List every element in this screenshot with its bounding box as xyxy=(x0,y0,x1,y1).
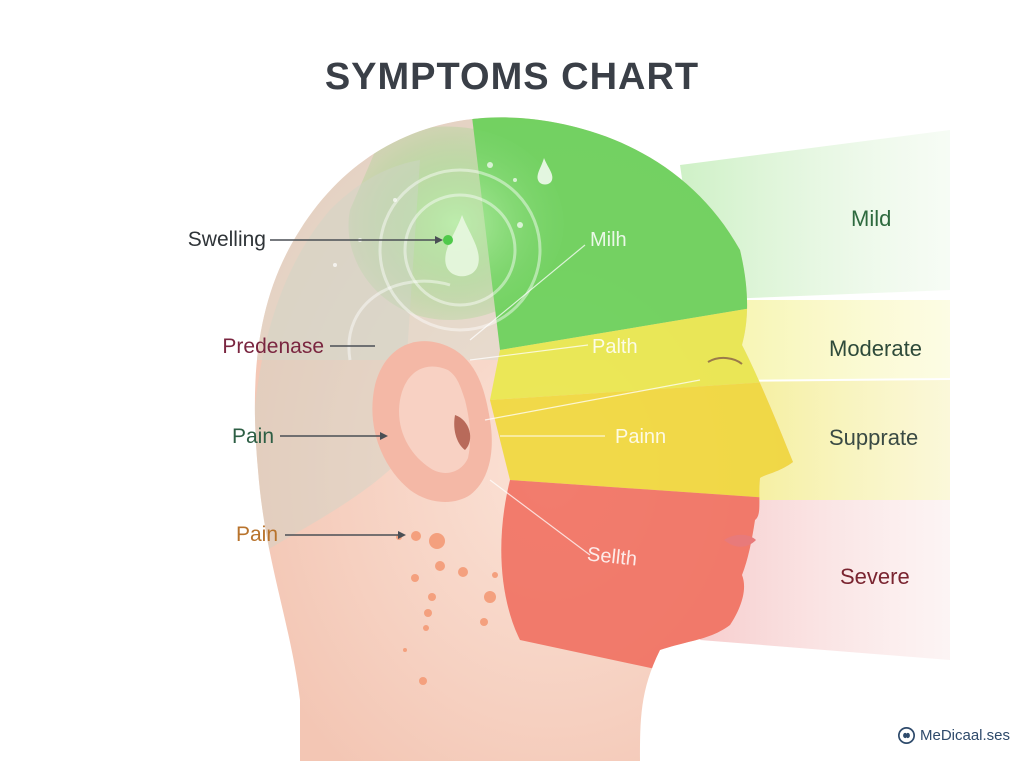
label-pain-ear: Pain xyxy=(231,425,274,448)
severity-mild: Mild xyxy=(851,206,892,231)
moderate-band xyxy=(700,300,950,380)
severity-moderate: Moderate xyxy=(829,336,922,361)
supprate-zone xyxy=(490,380,793,500)
severity-severe: Severe xyxy=(840,564,910,589)
swelling-marker xyxy=(443,235,453,245)
moderate-zone xyxy=(490,300,793,400)
label-pain-neck: Pain xyxy=(235,523,278,546)
brain-icon xyxy=(898,727,915,744)
droplet-small-icon xyxy=(537,158,553,185)
eye xyxy=(707,356,743,365)
brand-text: MeDicaal.ses xyxy=(920,727,1011,744)
page-title: SYMPTOMS CHART xyxy=(324,56,700,98)
inflammation-zone xyxy=(348,126,564,320)
zone-label-supprate: Painn xyxy=(615,426,667,448)
pointer-lines xyxy=(270,239,435,536)
brand: MeDicaal.ses xyxy=(898,727,1010,744)
skull-rings xyxy=(347,168,542,361)
zone-label-moderate: Palth xyxy=(592,336,638,358)
ear xyxy=(372,341,492,502)
severity-supprate: Supprate xyxy=(829,425,919,450)
mild-band xyxy=(680,130,950,300)
severe-band xyxy=(700,500,950,660)
label-predenase: Predenase xyxy=(222,335,324,358)
lips xyxy=(724,534,756,547)
droplet-icon xyxy=(445,215,479,277)
label-swelling: Swelling xyxy=(187,228,266,251)
zone-label-mild: Milh xyxy=(590,229,627,251)
